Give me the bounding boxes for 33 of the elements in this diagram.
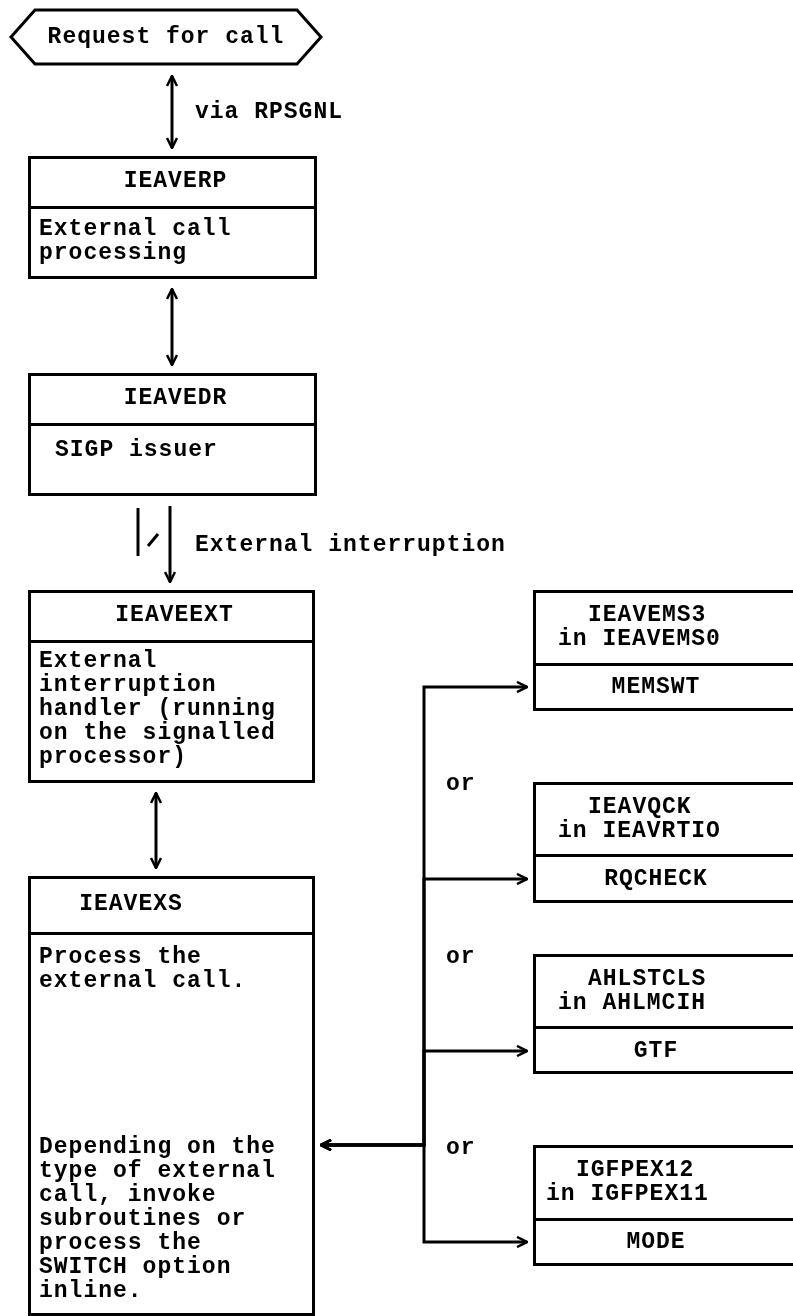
module-box	[533, 590, 793, 711]
module-description: External call processing	[39, 217, 233, 265]
module-description: Process the external call.	[39, 945, 248, 993]
entry-point-name: RQCHECK	[603, 867, 709, 891]
module-box	[28, 373, 317, 496]
module-name: IGFPEX12 in IGFPEX11	[546, 1158, 710, 1206]
module-description: SIGP issuer	[55, 438, 219, 462]
entry-point-name: MEMSWT	[610, 675, 702, 699]
module-name: IEAVEXS	[78, 892, 184, 916]
module-description: Depending on the type of external call, invoke subroutines or process the SWITCH option inline.	[39, 1135, 277, 1303]
module-box	[533, 782, 793, 903]
connector-arrow	[165, 287, 179, 367]
module-box	[533, 1145, 793, 1266]
edge-label: External interruption	[195, 533, 506, 557]
connector-arrow	[163, 506, 177, 584]
module-name: IEAVERP	[122, 169, 229, 193]
module-name: IEAVEDR	[122, 386, 229, 410]
module-box	[28, 876, 315, 1316]
terminal-shape	[8, 8, 324, 66]
entry-point-name: MODE	[625, 1230, 687, 1254]
terminal-label: Request for call	[46, 25, 286, 49]
connector-arrow	[165, 74, 179, 150]
module-name: IEAVQCK in IEAVRTIO	[558, 795, 722, 843]
module-name: AHLSTCLS in AHLMCIH	[558, 967, 708, 1015]
module-box	[533, 954, 793, 1074]
branch-connector	[319, 1138, 529, 1249]
module-name: IEAVEEXT	[114, 603, 235, 627]
module-description: External interruption handler (running on the signalled processor)	[39, 649, 277, 769]
module-box	[28, 590, 315, 783]
entry-point-name: GTF	[632, 1039, 680, 1063]
connector-arrow	[149, 791, 163, 870]
module-box	[28, 156, 317, 279]
module-name: IEAVEMS3 in IEAVEMS0	[558, 603, 722, 651]
